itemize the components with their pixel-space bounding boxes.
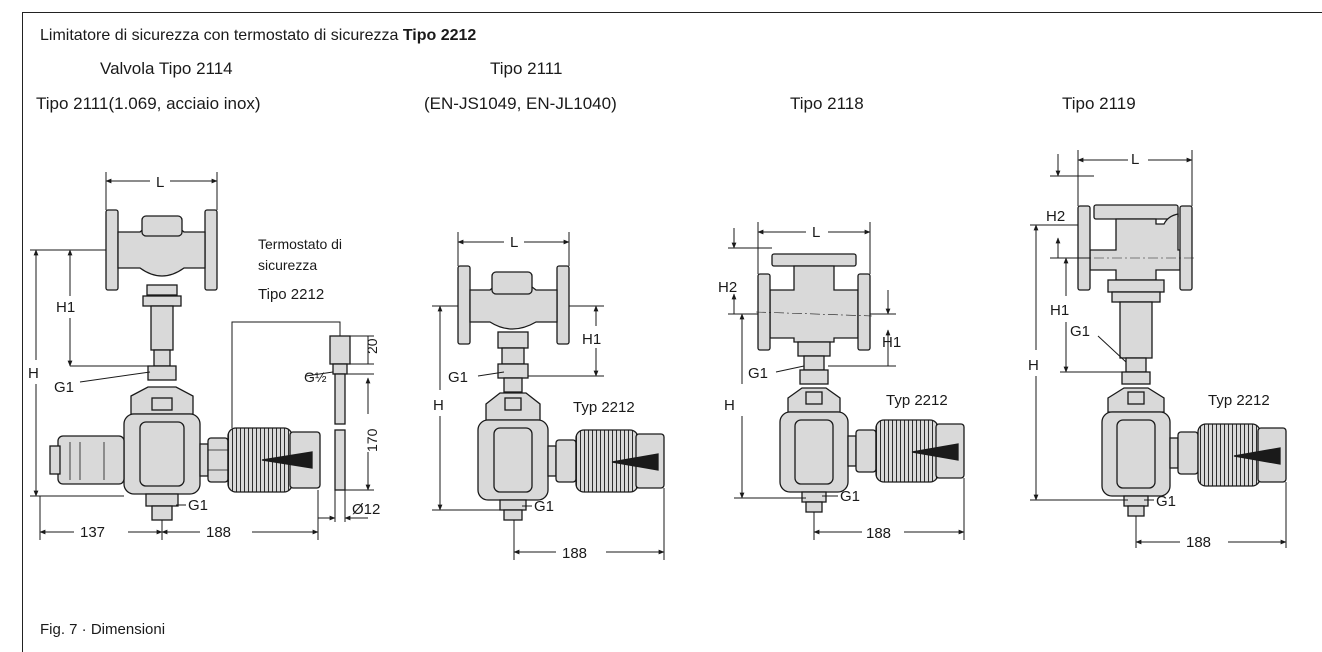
valve-2118-H-label: H [724,397,735,414]
valve-2118-G1-top-label: G1 [748,365,768,382]
valve-2111-H-label: H [433,397,444,414]
valve-2114-H1-label: H1 [56,299,75,316]
sensor-G-half-label: G½ [304,369,327,385]
figure-caption: Fig. 7 · Dimensioni [40,621,166,638]
valve-2118-H1-label: H1 [882,334,901,351]
valve-2114-drawing [49,209,351,521]
valve-2118-drawing [757,253,965,513]
valve-2119-G1-top-label: G1 [1070,323,1090,340]
thermostat-callout-line3: Tipo 2212 [258,286,324,303]
sensor-20-label: 20 [364,338,380,354]
valve-2111-drawing [457,265,665,521]
col2-header-line2: (EN-JS1049, EN-JL1040) [424,94,617,113]
valve-2111-188-label: 188 [562,545,587,562]
valve-2111-dimensions [432,232,665,560]
valve-2114-G1-top-label: G1 [54,379,74,396]
thermostat-callout-line1: Termostato di [258,236,342,252]
valve-2111-H1-label: H1 [582,331,601,348]
valve-2119-L-label: L [1131,151,1139,168]
thermostat-callout-line2: sicurezza [258,257,317,273]
valve-2114-G1-bottom-label: G1 [188,497,208,514]
valve-2119-H1-label: H1 [1050,302,1069,319]
sensor-d12-label: Ø12 [352,501,380,518]
valve-2111-typ-label: Typ 2212 [573,399,635,416]
valve-2119-dimensions [1030,150,1287,548]
valve-2118-188-label: 188 [866,525,891,542]
sensor-170-label: 170 [364,428,380,452]
valve-2118-G1-bottom-label: G1 [840,488,860,505]
valve-2119-typ-label: Typ 2212 [1208,392,1270,409]
valve-2119-G1-bottom-label: G1 [1156,493,1176,510]
valve-2118-dimensions [728,222,965,540]
valve-2114-L-label: L [156,174,164,191]
col2-header-line1: Tipo 2111 [490,59,563,78]
col3-header: Tipo 2118 [790,94,864,113]
valve-2118-typ-label: Typ 2212 [886,392,948,409]
valve-2118-H2-label: H2 [718,279,737,296]
valve-2111-L-label: L [510,234,518,251]
valve-2111-G1-bottom-label: G1 [534,498,554,515]
valve-2119-H2-label: H2 [1046,208,1065,225]
valve-2111-G1-top-label: G1 [448,369,468,386]
col1-header-line2: Tipo 2111(1.069, acciaio inox) [36,94,261,113]
col4-header: Tipo 2119 [1062,94,1136,113]
valve-2119-188-label: 188 [1186,534,1211,551]
valve-2118-L-label: L [812,224,820,241]
valve-2114-dimensions [30,172,374,540]
figure-title: Limitatore di sicurezza con termostato d… [40,27,477,44]
col1-header-line1: Valvola Tipo 2114 [100,59,233,78]
valve-2114-188-label: 188 [206,524,231,541]
valve-2114-H-label: H [28,365,39,382]
valve-2119-H-label: H [1028,357,1039,374]
valve-2119-drawing [1077,204,1287,517]
valve-2114-137-label: 137 [80,524,105,541]
figure-frame [22,12,1322,652]
